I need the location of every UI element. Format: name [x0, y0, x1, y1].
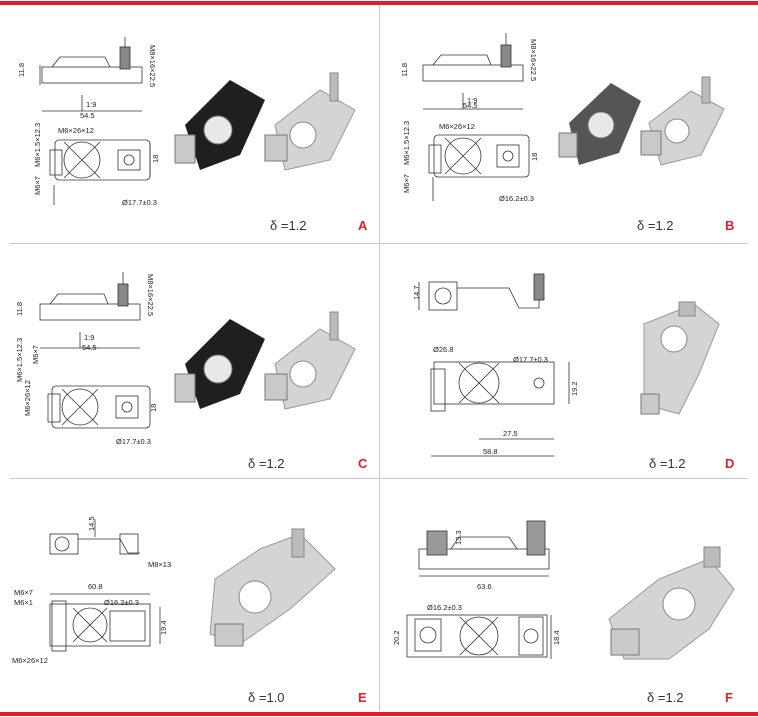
bottom-accent-bar	[0, 712, 758, 716]
dim-side: 18	[149, 404, 158, 412]
dim-small: M6×7	[31, 345, 40, 364]
terminal-black-photo	[174, 319, 265, 409]
dim-side: 18	[151, 155, 160, 163]
thickness-label: δ =1.2	[248, 456, 285, 471]
dim-width: 60.8	[88, 582, 103, 591]
dim-height: 11.8	[400, 63, 409, 77]
dim-screw: M6×1.5×12.3	[402, 121, 411, 165]
dim-angle: 1:9	[467, 96, 477, 105]
terminal-grey-photo	[558, 83, 641, 165]
panel-e: 14.5 M8×13 60.8 M6×7 M6×1 Ø16.2±0.3 19.4…	[0, 479, 379, 715]
dim-thread: M6×1	[14, 598, 33, 607]
variant-letter: F	[725, 690, 733, 705]
thickness-label: δ =1.2	[649, 456, 686, 471]
dim-angle: 1:9	[86, 100, 96, 109]
dim-dia: Ø17.7±0.3	[513, 355, 548, 364]
dim-nut: M6×26×12	[439, 122, 475, 131]
dim-dia: Ø16.2±0.3	[499, 194, 534, 203]
dim-ring: Ø26.8	[433, 345, 453, 354]
panel-a-drawing: 11.8 M8×16×22.5 1:9 54.5 M6×26×12 M6×1.5…	[17, 37, 356, 207]
dim-width: 54.5	[463, 101, 478, 110]
dim-dia: Ø17.7±0.3	[122, 198, 157, 207]
panel-b: 11.8 M8×16×22.5 1:9 54.5 M6×26×12 M6×1.5…	[379, 5, 758, 241]
terminal-metal-photo	[640, 301, 720, 415]
top-accent-bar	[0, 1, 758, 5]
row-divider-2	[10, 478, 748, 479]
row-divider-1	[10, 243, 748, 244]
panel-b-drawing: 11.8 M8×16×22.5 1:9 54.5 M6×26×12 M6×1.5…	[400, 33, 725, 203]
dim-side: 18.4	[552, 630, 561, 645]
panel-d: 14.7 Ø26.8 Ø17.7±0.3 19.2 27.5 58.8 δ =1…	[379, 244, 758, 480]
panel-a: 11.8 M8×16×22.5 1:9 54.5 M6×26×12 M6×1.5…	[0, 5, 379, 241]
dim-dia: Ø16.2±0.3	[104, 598, 139, 607]
dim-small: M6×7	[402, 174, 411, 193]
dim-side: 19.2	[570, 381, 579, 396]
dim-nut: M6×26×12	[12, 656, 48, 665]
dim-dia: Ø17.7±0.3	[116, 437, 151, 446]
terminal-metal-photo	[264, 72, 356, 171]
dim-width: 54.5	[82, 343, 97, 352]
dim-small: M6×7	[14, 588, 33, 597]
dim-height: 13.3	[454, 530, 463, 545]
thickness-label: δ =1.2	[647, 690, 684, 705]
dim-height: 14.7	[412, 285, 421, 300]
terminal-metal-photo	[264, 311, 356, 410]
variant-letter: C	[358, 456, 368, 471]
dim-height: 11.8	[15, 302, 24, 316]
panel-e-drawing: 14.5 M8×13 60.8 M6×7 M6×1 Ø16.2±0.3 19.4…	[12, 516, 336, 665]
terminal-metal-photo	[608, 546, 735, 660]
dim-screw: M6×1.5×12.3	[33, 123, 42, 167]
dim-width: 58.8	[483, 447, 498, 456]
dim-angle: 1:9	[84, 333, 94, 342]
dim-bolt: M8×16×22.5	[146, 274, 155, 316]
panel-c: 11.8 M8×16×22.5 1:9 54.5 M6×26×12 M6×1.5…	[0, 244, 379, 480]
dim-nut: M6×26×12	[58, 126, 94, 135]
dim-width: 54.5	[80, 111, 95, 120]
dim-screw: M6×1.5×12.3	[15, 338, 24, 382]
thickness-label: δ =1.2	[270, 218, 307, 233]
terminal-metal-photo	[640, 76, 725, 166]
thickness-label: δ =1.2	[637, 218, 674, 233]
dim-height: 11.8	[17, 63, 26, 77]
dim-height: 14.5	[87, 516, 96, 531]
dim-side: 18	[530, 153, 539, 161]
terminal-metal-photo	[209, 528, 336, 647]
panel-f: 13.3 63.6 Ø16.2±0.3 20.2 18.4 δ =1.2 F	[379, 479, 758, 715]
panel-d-drawing: 14.7 Ø26.8 Ø17.7±0.3 19.2 27.5 58.8	[412, 273, 720, 457]
dim-bolt: M8×13	[148, 560, 171, 569]
variant-letter: D	[725, 456, 735, 471]
variant-letter: A	[358, 218, 368, 233]
dim-left: 20.2	[392, 630, 401, 645]
dim-bolt: M8×16×22.5	[148, 45, 157, 87]
dim-nut: M6×26×12	[23, 380, 32, 416]
terminal-black-photo	[174, 80, 265, 170]
dim-bolt: M8×16×22.5	[529, 39, 538, 81]
panel-c-drawing: 11.8 M8×16×22.5 1:9 54.5 M6×26×12 M6×1.5…	[15, 272, 356, 446]
thickness-label: δ =1.0	[248, 690, 285, 705]
column-divider	[379, 5, 380, 711]
dim-dia: Ø16.2±0.3	[427, 603, 462, 612]
variant-letter: E	[358, 690, 367, 705]
dim-small: M6×7	[33, 176, 42, 195]
dim-width: 63.6	[477, 582, 492, 591]
dim-inner: 27.5	[503, 429, 518, 438]
variant-letter: B	[725, 218, 735, 233]
panel-f-drawing: 13.3 63.6 Ø16.2±0.3 20.2 18.4	[392, 520, 735, 660]
dim-side: 19.4	[159, 620, 168, 635]
